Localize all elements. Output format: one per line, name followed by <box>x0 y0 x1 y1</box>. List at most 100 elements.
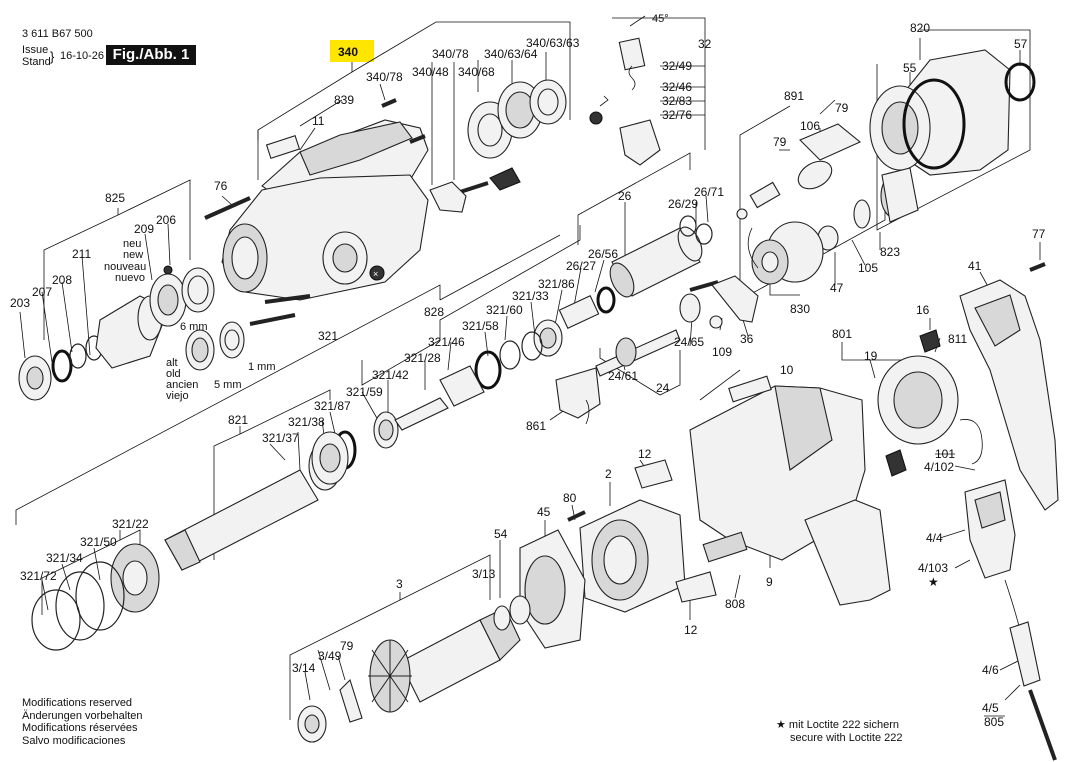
label-10: 10 <box>780 363 794 377</box>
tool-holder-chuck <box>18 265 245 401</box>
note-de: Änderungen vorbehalten <box>22 709 143 722</box>
label-340-48: 340/48 <box>412 65 449 79</box>
label-203: 203 <box>10 296 30 310</box>
label-209: 209 <box>134 222 154 236</box>
label-105: 105 <box>858 261 878 275</box>
label-828: 828 <box>424 305 444 319</box>
label-321-58: 321/58 <box>462 319 499 333</box>
label-36: 36 <box>740 332 754 346</box>
power-cord <box>1004 579 1057 761</box>
label-340-78-b: 340/78 <box>432 47 469 61</box>
figure-title: Fig./Abb. 1 <box>106 45 196 65</box>
label-1mm: 1 mm <box>248 361 276 373</box>
label-79-a: 79 <box>835 101 849 115</box>
label-805: 805 <box>984 715 1004 729</box>
label-106: 106 <box>800 119 820 133</box>
label-32: 32 <box>698 37 712 51</box>
label-26: 26 <box>618 189 632 203</box>
label-26-56: 26/56 <box>588 247 618 261</box>
label-nuevo: nuevo <box>115 272 145 284</box>
label-3: 3 <box>396 577 403 591</box>
label-32-49: 32/49 <box>662 59 692 73</box>
label-57: 57 <box>1014 37 1028 51</box>
part-number: 3 611 B67 500 <box>22 28 93 40</box>
label-old: old <box>166 368 181 380</box>
label-321-28: 321/28 <box>404 351 441 365</box>
label-47: 47 <box>830 281 844 295</box>
label-45-degree: 45° <box>652 13 669 25</box>
label-24-61: 24/61 <box>608 369 638 383</box>
spindle <box>164 431 349 571</box>
label-12-a: 12 <box>638 447 652 461</box>
label-101: 101 <box>935 447 955 461</box>
star-icon: ★ <box>776 719 789 731</box>
loctite-note: ★ mit Loctite 222 sichern secure with Lo… <box>776 719 903 744</box>
issue-label-de: Stand <box>22 56 51 68</box>
label-340: 340 <box>338 45 358 59</box>
label-321-87: 321/87 <box>314 399 351 413</box>
issue-brace-icon: } <box>50 49 55 64</box>
gear-housing: × <box>221 174 429 301</box>
svg-text:×: × <box>373 269 378 279</box>
label-ancien: ancien <box>166 379 198 391</box>
label-32-83: 32/83 <box>662 94 692 108</box>
label-24: 24 <box>656 381 670 395</box>
highlight-marker <box>330 40 374 62</box>
switch <box>964 479 1016 579</box>
label-206: 206 <box>156 213 176 227</box>
label-891: 891 <box>784 89 804 103</box>
label-340-63-64: 340/63/64 <box>484 47 538 61</box>
label-76-a: 76 <box>214 179 228 193</box>
label-4-5: 4/5 <box>982 701 999 715</box>
note-fr: Modifications réservées <box>22 722 138 734</box>
label-4-6: 4/6 <box>982 663 999 677</box>
label-4-103: 4/103 <box>918 561 948 575</box>
tool-holder-rings <box>467 79 567 159</box>
loctite-star-icon: ★ <box>928 575 939 589</box>
label-3-49: 3/49 <box>318 649 342 663</box>
field-stator <box>567 459 717 613</box>
label-26-29: 26/29 <box>668 197 698 211</box>
label-4-4: 4/4 <box>926 531 943 545</box>
label-321-86: 321/86 <box>538 277 575 291</box>
intermediate-shaft <box>555 329 681 425</box>
label-321: 321 <box>318 329 338 343</box>
note-es: Salvo modificaciones <box>22 734 126 747</box>
label-2: 2 <box>605 467 612 481</box>
label-9: 9 <box>766 575 773 589</box>
modifications-note: Modifications reserved Änderungen vorbeh… <box>22 697 142 747</box>
label-19: 19 <box>864 349 878 363</box>
label-79-c: 79 <box>340 639 354 653</box>
label-830: 830 <box>790 302 810 316</box>
note-en: Modifications reserved <box>22 697 133 709</box>
label-861: 861 <box>526 419 546 433</box>
loctite-de: mit Loctite 222 sichern <box>788 719 899 731</box>
label-16: 16 <box>916 303 930 317</box>
label-45: 45 <box>537 505 551 519</box>
label-340-68: 340/68 <box>458 65 495 79</box>
label-neu: neu <box>123 238 141 250</box>
part-labels: 340 839 11 340/78 340/78 340/48 340/68 3… <box>10 13 1046 729</box>
label-820: 820 <box>910 21 930 35</box>
label-839: 839 <box>334 93 354 107</box>
label-26-27: 26/27 <box>566 259 596 273</box>
label-32-76: 32/76 <box>662 108 692 122</box>
issue-date: 16-10-26 <box>60 50 105 62</box>
label-41: 41 <box>968 259 982 273</box>
label-321-22: 321/22 <box>112 517 149 531</box>
label-321-60: 321/60 <box>486 303 523 317</box>
spindle-gear-rings <box>31 543 160 651</box>
label-321-50: 321/50 <box>80 535 117 549</box>
label-80: 80 <box>563 491 577 505</box>
screws-top <box>204 98 489 326</box>
label-3-13: 3/13 <box>472 567 496 581</box>
label-207: 207 <box>32 285 52 299</box>
label-6mm: 6 mm <box>180 321 208 333</box>
label-321-33: 321/33 <box>512 289 549 303</box>
label-823: 823 <box>880 245 900 259</box>
label-821: 821 <box>228 413 248 427</box>
label-12-b: 12 <box>684 623 698 637</box>
label-208: 208 <box>52 273 72 287</box>
label-321-59: 321/59 <box>346 385 383 399</box>
